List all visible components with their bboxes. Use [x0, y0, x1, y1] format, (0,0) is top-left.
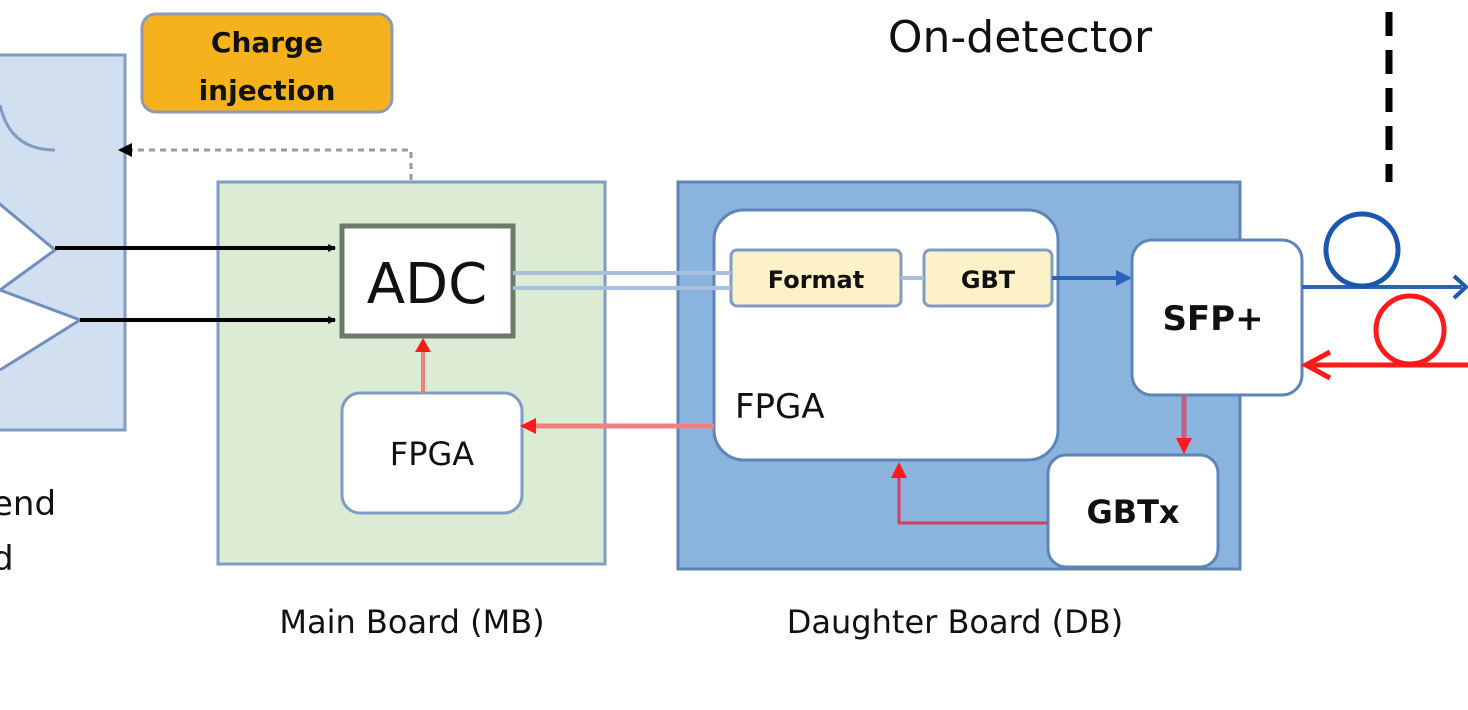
- front-end-caption-1: end: [0, 484, 56, 524]
- format-label: Format: [768, 266, 864, 294]
- gbt-sfp-arrowhead-icon: [1116, 270, 1132, 286]
- downlink-arrowhead-icon: [1300, 349, 1332, 381]
- amplifier-icon: [0, 202, 84, 372]
- gbtx-fpga-arrowhead-icon: [891, 462, 907, 478]
- gbtx-label: GBTx: [1086, 493, 1179, 531]
- uplink-arrowhead-icon: [1452, 274, 1468, 300]
- charge-injection-box: [140, 12, 394, 114]
- gbtx-block: [1046, 453, 1220, 569]
- downlink-fiber-loop-icon: [1373, 293, 1447, 367]
- adc-block: [339, 223, 516, 339]
- sfp-block: [1130, 238, 1304, 397]
- injection-dotted-line: [120, 148, 413, 180]
- on-detector-title: On-detector: [888, 12, 1153, 63]
- front-end-caption-2: d: [0, 539, 14, 579]
- charge-injection-label-2: injection: [199, 74, 336, 107]
- adc-label: ADC: [367, 252, 488, 317]
- sfp-label: SFP+: [1162, 299, 1263, 339]
- daughter-board-caption: Daughter Board (DB): [787, 603, 1123, 641]
- gbt-label: GBT: [961, 266, 1016, 294]
- frontend-trace: [0, 104, 56, 152]
- mb-fpga-block: [340, 391, 524, 515]
- mb-control-arrowhead-icon: [415, 338, 431, 352]
- charge-injection-label-1: Charge: [211, 26, 323, 59]
- db-fpga-label: FPGA: [735, 387, 825, 427]
- uplink-fiber-loop-icon: [1323, 211, 1401, 289]
- main-board-caption: Main Board (MB): [279, 603, 544, 641]
- mb-fpga-label: FPGA: [390, 435, 475, 473]
- injection-arrowhead-icon: [118, 143, 132, 157]
- gbtx-fpga-link: [897, 475, 1048, 525]
- front-end-board: [0, 53, 127, 432]
- fpga-fpga-arrowhead-icon: [520, 418, 536, 434]
- sfp-gbtx-arrowhead-icon: [1176, 438, 1192, 454]
